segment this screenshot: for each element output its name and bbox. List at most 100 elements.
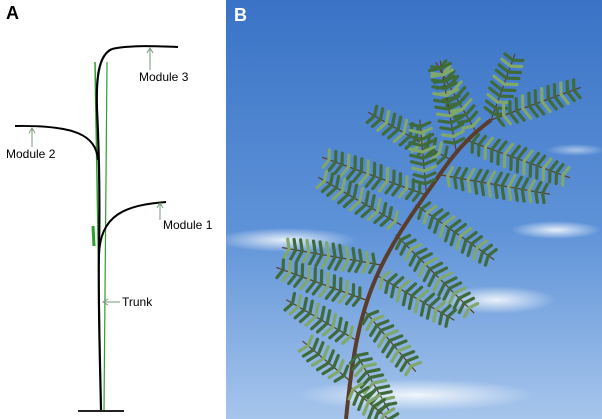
leaflet <box>433 218 440 234</box>
leaflet <box>379 216 391 227</box>
leaflet <box>314 252 324 268</box>
leaflet <box>436 211 450 223</box>
leaflet <box>371 378 388 385</box>
leaflet <box>297 344 310 353</box>
leaflet <box>534 180 543 194</box>
leaflet <box>323 169 329 183</box>
leaflet <box>403 247 413 262</box>
leaflet <box>351 359 362 371</box>
leaflet <box>315 321 329 334</box>
module1-guide-mark <box>91 225 96 247</box>
leaflet <box>492 74 506 86</box>
leaflet <box>293 275 304 288</box>
leaflet <box>435 112 452 118</box>
leaflet <box>507 185 513 202</box>
leaflet <box>313 302 320 319</box>
leaflet <box>315 179 327 190</box>
leaflet <box>306 352 320 363</box>
leaflet <box>337 192 350 205</box>
leaflet <box>334 331 347 343</box>
leaflet <box>386 220 397 230</box>
leaflet <box>388 334 404 343</box>
leaflet <box>422 292 436 305</box>
leaflet <box>391 183 402 197</box>
leaflet <box>412 173 427 179</box>
leaflet <box>423 256 439 266</box>
leaflet <box>446 165 455 178</box>
leaflet <box>452 296 461 310</box>
leaflet <box>319 305 326 322</box>
leaflet <box>377 179 389 193</box>
leaflet <box>369 323 379 337</box>
leaflet <box>390 112 397 128</box>
leaflet <box>382 407 396 417</box>
leaflet <box>466 167 476 182</box>
leaflet <box>447 219 462 230</box>
leaflet <box>472 246 479 261</box>
leaflet <box>500 57 513 68</box>
leaflet <box>347 258 357 273</box>
leaflet <box>328 328 341 340</box>
leaflet <box>431 208 444 219</box>
leaflet <box>409 360 423 368</box>
leaflet <box>387 206 394 220</box>
leaflet <box>437 141 444 155</box>
leaflet <box>450 122 465 132</box>
leaflet <box>471 117 481 128</box>
leaflet <box>342 196 356 209</box>
leaflet <box>419 201 432 211</box>
leaflet <box>422 158 437 167</box>
leaflet <box>359 375 372 389</box>
leaflet <box>449 230 457 247</box>
module1-label: Module 1 <box>163 218 213 232</box>
leaflet <box>360 206 374 219</box>
leaflet <box>393 210 399 224</box>
leaflet <box>490 80 504 92</box>
leaflet <box>431 85 447 91</box>
leaflet <box>310 318 323 331</box>
leaflet <box>373 409 381 419</box>
leaflet <box>503 52 515 62</box>
leaflet <box>535 154 547 168</box>
leaflet <box>378 276 384 290</box>
leaflet <box>331 242 337 259</box>
leaflet <box>295 249 304 263</box>
leaflet <box>486 92 500 104</box>
leaflet <box>457 291 471 300</box>
leaflet <box>449 115 464 125</box>
leaflet <box>356 385 370 396</box>
leaflet <box>318 284 330 298</box>
leaflet <box>432 92 448 98</box>
leaflet <box>496 140 508 154</box>
leaflet <box>534 102 546 116</box>
leaflet <box>427 215 435 230</box>
leaflet <box>486 181 492 198</box>
leaflet <box>358 186 365 203</box>
leaflet <box>423 171 437 179</box>
leaflet <box>275 268 285 280</box>
leaflet <box>392 276 405 287</box>
leaflet <box>307 251 317 266</box>
leaflet <box>344 245 350 261</box>
leaflet <box>376 121 388 132</box>
leaflet <box>331 289 343 302</box>
leaflet <box>442 74 456 84</box>
leaflet <box>394 238 403 251</box>
leaflet <box>325 309 332 325</box>
leaflet <box>559 92 570 106</box>
leaflet <box>371 176 383 191</box>
leaflet <box>413 257 422 272</box>
leaflet <box>340 257 350 272</box>
leaflet <box>358 172 370 186</box>
leaflet <box>488 86 502 98</box>
leaflet <box>375 197 382 214</box>
leaflet <box>540 191 546 205</box>
leaflet <box>447 101 462 111</box>
leaflet <box>354 203 368 215</box>
leaflet <box>327 369 341 380</box>
panel-b-letter: B <box>234 5 247 25</box>
leaflet <box>355 351 369 358</box>
leaflet <box>348 199 362 212</box>
leaflet <box>301 348 315 358</box>
module2-arrow <box>28 127 36 147</box>
